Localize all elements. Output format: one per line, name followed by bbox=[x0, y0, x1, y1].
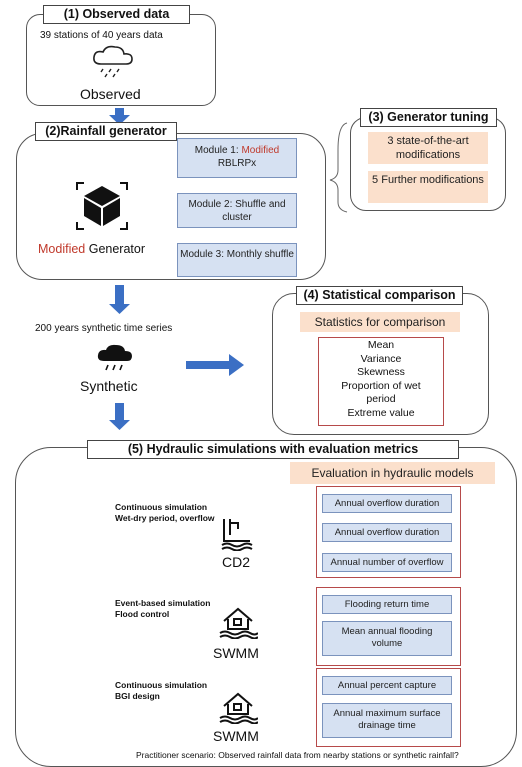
module-1-box: Module 1: Modified RBLRPx bbox=[177, 138, 297, 178]
comparison-stats-box: Mean Variance Skewness Proportion of wet… bbox=[318, 337, 444, 426]
metric-2b-line-2: volume bbox=[371, 638, 403, 649]
metric-1a: Annual overflow duration bbox=[322, 494, 452, 513]
model-2-label: SWMM bbox=[213, 645, 259, 661]
comparison-header: (4) Statistical comparison bbox=[296, 286, 463, 305]
overflow-structure-icon bbox=[220, 515, 256, 556]
generator-label: Modified Generator bbox=[38, 242, 145, 256]
stat-extreme: Extreme value bbox=[347, 406, 415, 419]
observed-stations-text: 39 stations of 40 years data bbox=[40, 30, 163, 41]
stat-variance: Variance bbox=[360, 352, 402, 365]
generator-header: (2)Rainfall generator bbox=[35, 122, 177, 141]
tuning-header: (3) Generator tuning bbox=[360, 108, 497, 127]
tuning-item-1: 3 state-of-the-art modifications bbox=[368, 132, 488, 164]
module-3-box: Module 3: Monthly shuffle bbox=[177, 243, 297, 277]
flow-arrows bbox=[109, 108, 244, 430]
metric-1c: Annual number of overflow bbox=[322, 553, 452, 572]
sim-3-label: Continuous simulation BGI design bbox=[115, 680, 207, 702]
model-3-label: SWMM bbox=[213, 728, 259, 744]
model-1-label: CD2 bbox=[222, 554, 251, 570]
stat-skewness: Skewness bbox=[357, 366, 405, 378]
metric-3b-line-2: drainage time bbox=[358, 720, 416, 731]
sim-2-label: Event-based simulation Flood control bbox=[115, 598, 210, 620]
stat-mean: Mean bbox=[367, 339, 395, 351]
comparison-stats-title: Statistics for comparison bbox=[300, 312, 460, 332]
module-1-suffix: RBLRPx bbox=[217, 158, 257, 169]
sim-3-line-2: BGI design bbox=[115, 691, 160, 701]
generator-cube-icon bbox=[74, 180, 130, 237]
tuning-brace bbox=[329, 122, 348, 213]
generator-label-highlight: Modified bbox=[38, 242, 86, 256]
module-1-prefix: Module 1: bbox=[194, 145, 242, 156]
metric-3b: Annual maximum surface drainage time bbox=[322, 703, 452, 738]
hydraulic-header: (5) Hydraulic simulations with evaluatio… bbox=[87, 440, 459, 459]
practitioner-scenario-text: Practitioner scenario: Observed rainfall… bbox=[136, 750, 459, 760]
sim-3-line-1: Continuous simulation bbox=[115, 680, 208, 690]
metric-3a: Annual percent capture bbox=[322, 676, 452, 695]
metric-3b-line-1: Annual maximum surface bbox=[333, 708, 441, 719]
module-2-box: Module 2: Shuffle and cluster bbox=[177, 193, 297, 228]
hydraulic-eval-title: Evaluation in hydraulic models bbox=[290, 462, 495, 484]
tuning-item-2: 5 Further modifications bbox=[368, 171, 488, 203]
module-1-highlight: Modified bbox=[241, 145, 280, 156]
stat-wet-proportion: Proportion of wet bbox=[341, 379, 421, 392]
metric-1b: Annual overflow duration bbox=[322, 523, 452, 542]
flooded-house-icon-2 bbox=[218, 690, 259, 729]
stat-wet-period: period bbox=[366, 393, 396, 405]
observed-header: (1) Observed data bbox=[43, 5, 190, 24]
sim-1-line-2: Wet-dry period, overflow bbox=[115, 513, 215, 523]
metric-2b: Mean annual flooding volume bbox=[322, 621, 452, 656]
storm-cloud-icon bbox=[96, 343, 136, 378]
sim-1-line-1: Continuous simulation bbox=[115, 502, 208, 512]
synthetic-series-text: 200 years synthetic time series bbox=[35, 323, 173, 334]
metric-2b-line-1: Mean annual flooding bbox=[341, 626, 433, 637]
generator-label-rest: Generator bbox=[85, 242, 146, 256]
observed-label: Observed bbox=[80, 86, 141, 102]
synthetic-label: Synthetic bbox=[80, 378, 138, 394]
flooded-house-icon-1 bbox=[218, 605, 259, 644]
metric-2a: Flooding return time bbox=[322, 595, 452, 614]
sim-2-line-2: Flood control bbox=[115, 609, 170, 619]
rain-cloud-icon bbox=[89, 44, 139, 85]
sim-2-line-1: Event-based simulation bbox=[115, 598, 211, 608]
sim-1-label: Continuous simulation Wet-dry period, ov… bbox=[115, 502, 215, 524]
